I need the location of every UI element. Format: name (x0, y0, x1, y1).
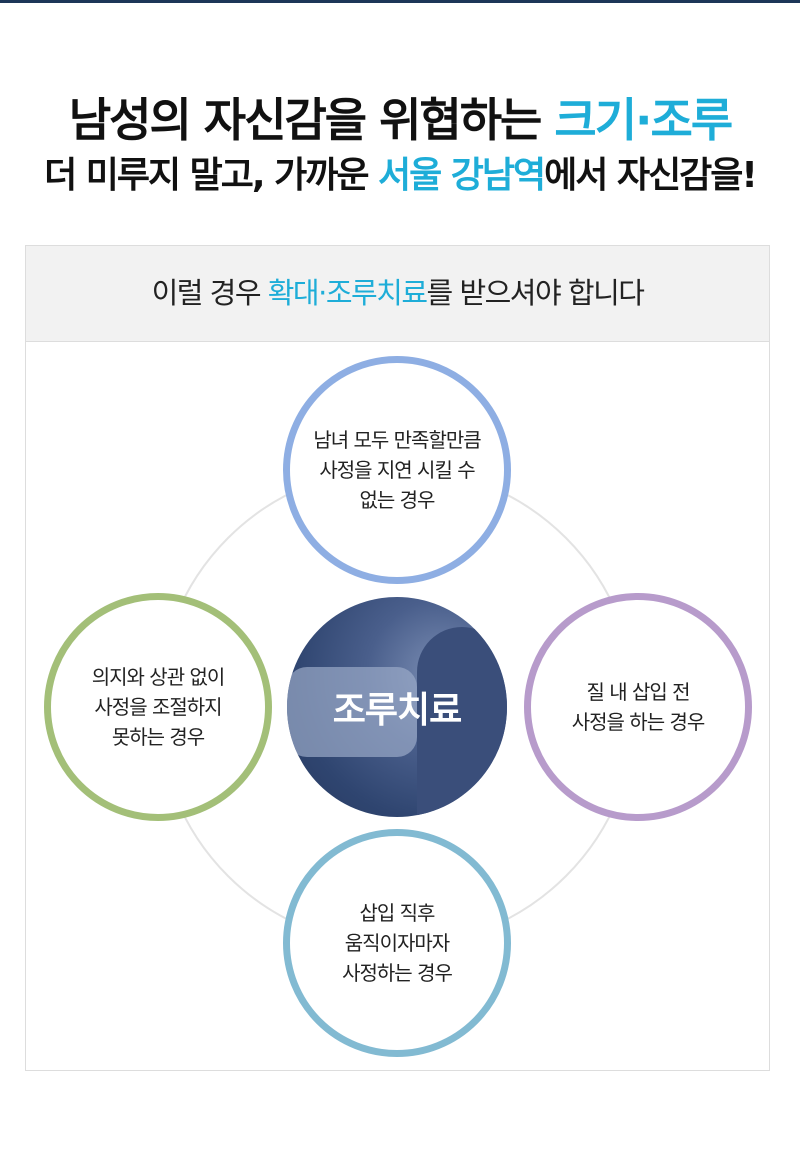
case-text: 질 내 삽입 전 (586, 680, 690, 704)
section-title: 이럴 경우 확대·조루치료를 받으셔야 합니다 (26, 246, 769, 342)
case-text: 못하는 경우 (111, 725, 205, 749)
case-text: 의지와 상관 없이 (91, 665, 226, 689)
top-bar (0, 0, 800, 3)
photo-man-shape (417, 627, 507, 817)
title-text: 이럴 경우 (151, 276, 268, 310)
case-text: 삽입 직후 (359, 901, 436, 925)
case-text: 사정을 조절하지 (94, 695, 222, 719)
headline-text: 더 미루지 말고, 가까운 (44, 155, 379, 196)
headline-text: 에서 자신감을! (544, 155, 758, 196)
case-text: 없는 경우 (359, 488, 436, 512)
headline-accent: 크기·조루 (554, 93, 733, 147)
treatment-cases-box: 이럴 경우 확대·조루치료를 받으셔야 합니다 (25, 245, 770, 1071)
case-text: 사정을 하는 경우 (571, 710, 706, 734)
headline-line-2: 더 미루지 말고, 가까운 서울 강남역에서 자신감을! (0, 146, 800, 198)
center-photo-circle: 조루치료 (287, 597, 507, 817)
photo-bed-shape (287, 667, 417, 757)
case-text: 사정을 지연 시킬 수 (319, 458, 475, 482)
case-text: 남녀 모두 만족할만큼 (313, 428, 481, 452)
headline-text: 남성의 자신감을 위협하는 (68, 93, 555, 147)
title-text: 를 받으셔야 합니다 (426, 276, 645, 310)
headline-line-1: 남성의 자신감을 위협하는 크기·조루 (0, 84, 800, 150)
case-text: 움직이자마자 (344, 931, 450, 955)
center-label: 조루치료 (332, 690, 462, 731)
case-text: 사정하는 경우 (342, 961, 453, 985)
title-accent: 확대·조루치료 (267, 276, 428, 310)
headline-accent: 서울 강남역 (378, 155, 546, 196)
